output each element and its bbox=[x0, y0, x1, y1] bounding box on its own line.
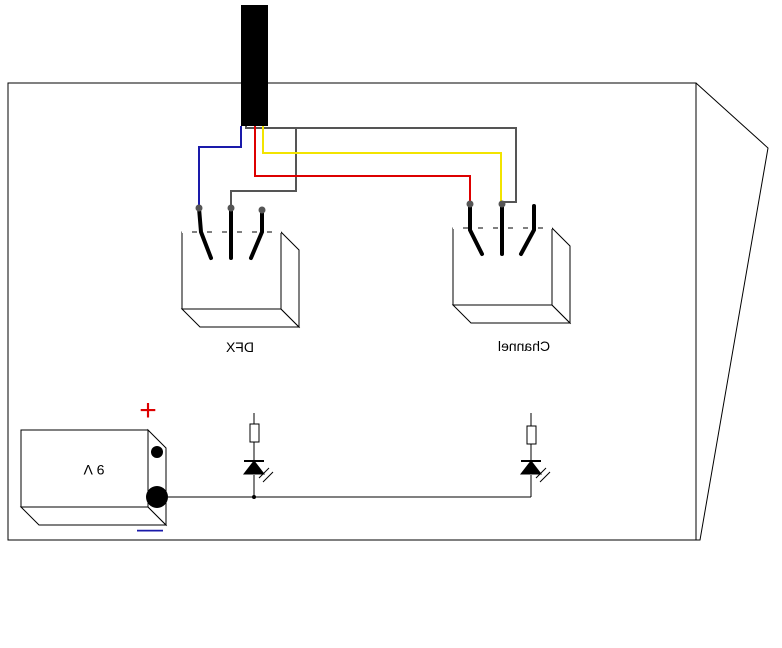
enclosure-side bbox=[695, 82, 769, 541]
cable-plug bbox=[241, 5, 268, 126]
switch-channel-label: Channel bbox=[498, 338, 550, 354]
wires bbox=[198, 126, 517, 208]
switch-channel-lug-3 bbox=[519, 204, 536, 256]
battery-terminal-negative bbox=[146, 486, 168, 508]
switch-dfx-label: DFX bbox=[225, 339, 254, 355]
resistor-1 bbox=[249, 423, 260, 443]
battery: 9 V + — bbox=[19, 394, 168, 543]
resistor-2 bbox=[526, 425, 537, 445]
led-2-light-arrows bbox=[535, 467, 551, 483]
wire-yellow bbox=[262, 126, 502, 204]
switch-dfx-lug-1 bbox=[197, 206, 213, 260]
switch-channel-body bbox=[451, 226, 572, 325]
led-1 bbox=[242, 460, 266, 475]
wire-blue bbox=[198, 126, 242, 208]
wire-gray bbox=[230, 126, 297, 208]
switch-channel-solder-points bbox=[466, 200, 506, 208]
wire-red bbox=[254, 126, 471, 204]
led-1-light-arrows bbox=[258, 467, 274, 483]
led-2 bbox=[519, 460, 543, 475]
plus-sign: + bbox=[139, 394, 157, 427]
enclosure-front bbox=[7, 82, 697, 541]
enclosure bbox=[7, 82, 769, 541]
switch-dfx-solder-points bbox=[195, 204, 266, 214]
switch-dfx: DFX bbox=[180, 204, 301, 355]
wire-gray-right bbox=[296, 127, 517, 203]
switch-channel: Channel bbox=[451, 200, 572, 354]
switch-channel-lugs bbox=[468, 202, 536, 256]
switch-dfx-lugs bbox=[197, 206, 264, 260]
switch-dfx-body bbox=[180, 230, 301, 329]
led-indicator-2 bbox=[519, 413, 551, 483]
negative-rail bbox=[168, 475, 532, 498]
led-indicator-1 bbox=[242, 413, 274, 483]
rail-junction bbox=[252, 495, 256, 499]
minus-sign: — bbox=[137, 513, 163, 543]
switch-channel-lug-1 bbox=[468, 202, 484, 256]
switch-dfx-lug-3 bbox=[249, 208, 264, 260]
battery-label: 9 V bbox=[83, 462, 105, 478]
battery-terminal-positive bbox=[151, 446, 163, 458]
